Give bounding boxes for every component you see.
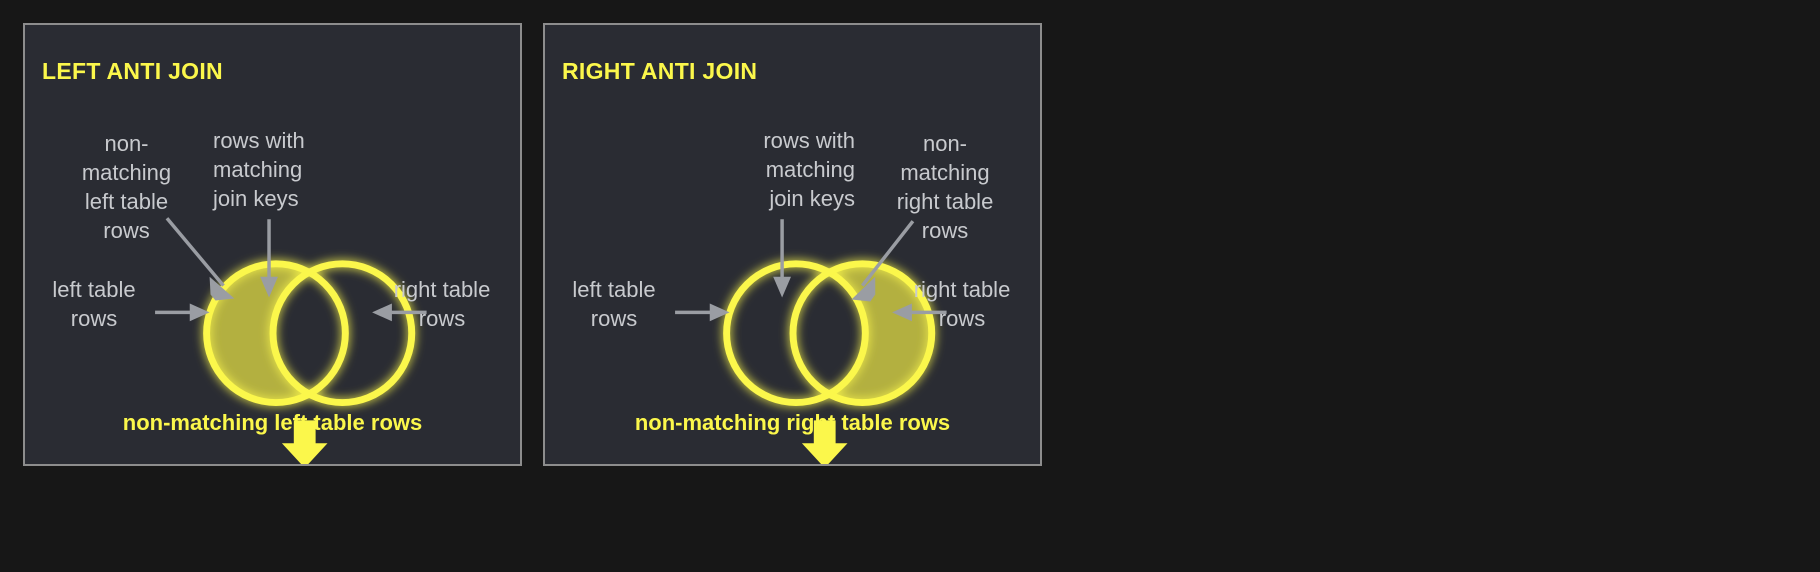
panel-caption: non-matching left table rows xyxy=(122,410,423,435)
panel-right-anti-join: RIGHT ANTI JOIN xyxy=(543,23,1042,466)
panel-title: LEFT ANTI JOIN xyxy=(42,58,223,84)
annotation-rows-with-matching-join-keys: rows with matching join keys xyxy=(763,128,855,212)
annotation-left-table-rows: left table rows xyxy=(572,277,656,332)
annotation-left-table-rows: left table rows xyxy=(52,277,136,332)
panel-caption: non-matching right table rows xyxy=(634,410,951,435)
venn-circle-left xyxy=(723,260,869,407)
annotation-right-table-rows: right table rows xyxy=(913,277,1011,332)
annotation-right-table-rows: right table rows xyxy=(393,277,491,332)
arrow-head-left-table-rows xyxy=(189,303,210,322)
venn-circle-left xyxy=(203,260,349,407)
arrow-head-non-matching-left xyxy=(209,276,235,301)
arrow-head-matching-keys xyxy=(773,276,792,298)
annotation-non-matching-left-table-rows: non- matching left table rows xyxy=(81,131,172,244)
arrow-head-non-matching-right xyxy=(851,276,876,302)
annotation-rows-with-matching-join-keys: rows with matching join keys xyxy=(213,128,305,212)
venn-fill-left-only xyxy=(203,260,349,406)
annotation-non-matching-right-table-rows: non- matching right table rows xyxy=(896,131,994,244)
arrow-head-matching-keys xyxy=(260,276,278,298)
panel-title: RIGHT ANTI JOIN xyxy=(562,58,758,84)
arrow-head-left-table-rows xyxy=(709,303,730,322)
panel-left-anti-join: LEFT ANTI JOIN xyxy=(23,23,522,466)
